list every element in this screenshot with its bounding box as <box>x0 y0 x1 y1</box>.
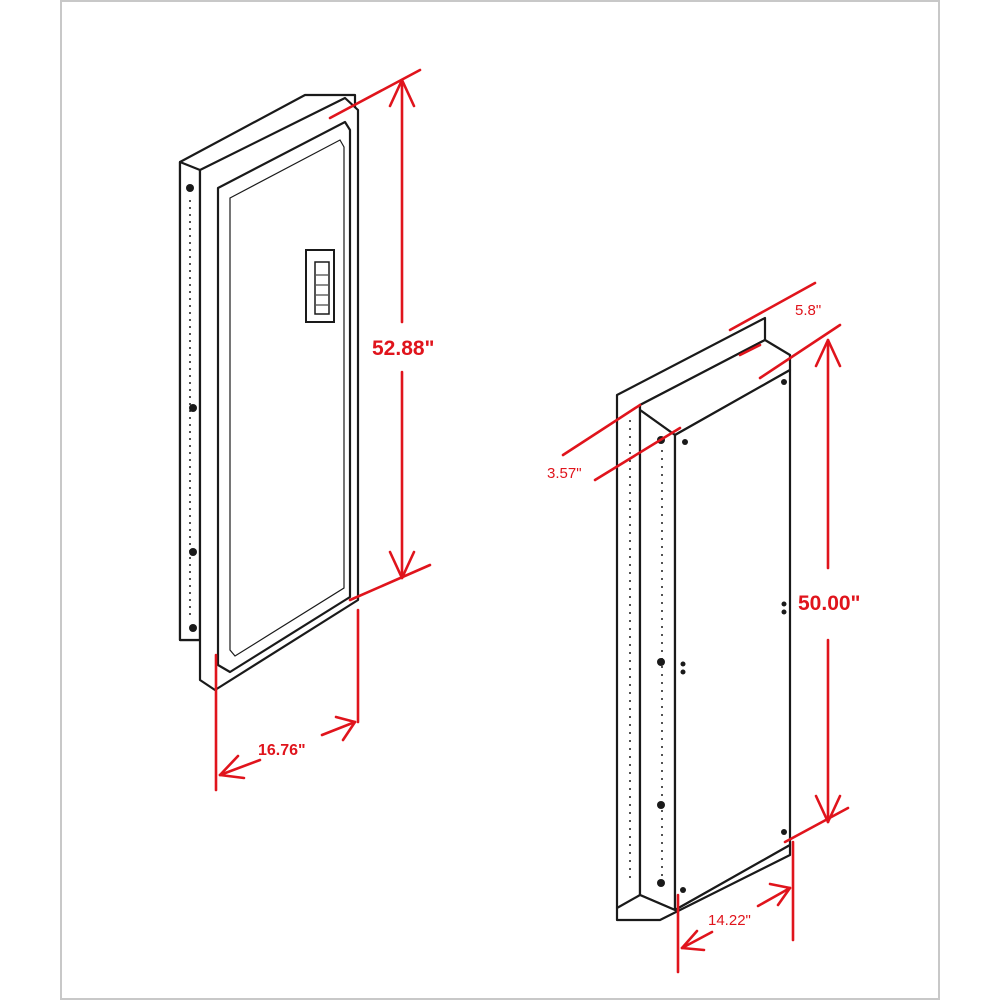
screw-icon <box>189 548 197 556</box>
bolt-icon <box>781 609 787 615</box>
front-height-label: 52.88" <box>372 337 435 360</box>
bolt-icon <box>682 439 688 445</box>
screw-icon <box>657 801 665 809</box>
bolt-icon <box>781 379 787 385</box>
bolt-icon <box>781 829 787 835</box>
front-view-safe <box>178 93 360 692</box>
screw-icon <box>186 184 194 192</box>
back-width-label: 14.22" <box>708 912 751 929</box>
frame-border <box>60 0 940 1000</box>
front-view-door-inner <box>229 139 345 657</box>
back-height-label: 50.00" <box>798 592 861 615</box>
back-depth-side-label: 3.57" <box>547 465 582 482</box>
screw-icon <box>189 404 197 412</box>
bolt-icon <box>680 669 686 675</box>
rear-view-side <box>638 408 677 912</box>
rear-view-back-panel <box>673 368 792 912</box>
dimension-back-height: 50.00" <box>758 323 861 844</box>
dimension-back-depth-top: 5.8" <box>728 281 821 357</box>
dimension-front-width: 16.76" <box>214 608 360 792</box>
back-depth-top-label: 5.8" <box>795 302 821 319</box>
rear-view-bottom <box>615 843 792 922</box>
dimension-back-depth-side: 3.57" <box>547 403 682 482</box>
front-view-flange <box>178 160 202 642</box>
bolt-icon <box>680 887 686 893</box>
bolt-icon <box>781 601 787 607</box>
dimension-front-height: 52.88" <box>328 68 435 602</box>
front-width-label: 16.76" <box>258 742 306 759</box>
dimension-back-width: 14.22" <box>676 840 795 974</box>
keypad-lock-icon <box>305 249 335 323</box>
front-view-door <box>216 120 352 674</box>
screw-icon <box>189 624 197 632</box>
screw-icon <box>657 879 665 887</box>
bolt-icon <box>680 661 686 667</box>
rear-view-safe <box>615 316 792 922</box>
screw-icon <box>657 658 665 666</box>
